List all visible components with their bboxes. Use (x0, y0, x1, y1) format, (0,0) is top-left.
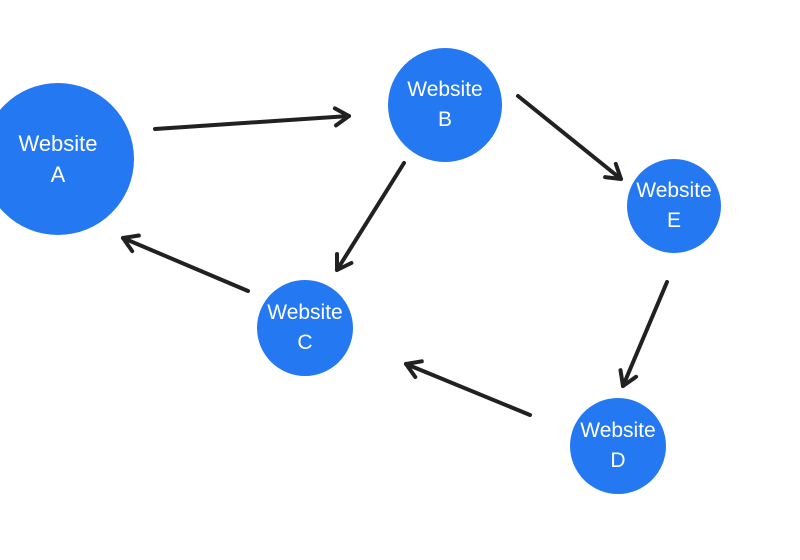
arrow-c-to-a[interactable] (121, 233, 250, 293)
arrowhead-icon (618, 368, 639, 388)
arrow-shaft-e-to-d (621, 280, 669, 388)
node-label-line2: B (437, 108, 452, 131)
arrowhead-icon (332, 106, 351, 128)
node-label-line2: C (297, 331, 313, 354)
arrow-shaft-c-to-a (121, 236, 250, 293)
node-label-line1: Website (636, 179, 712, 203)
arrow-shaft-a-to-b (153, 114, 351, 131)
node-label-line1: Website (407, 78, 483, 102)
arrow-e-to-d[interactable] (618, 280, 669, 388)
arrow-b-to-e[interactable] (516, 94, 623, 181)
node-label-line1: Website (267, 301, 343, 325)
arrow-shaft-d-to-c (404, 362, 532, 417)
arrow-shaft-b-to-c (335, 161, 406, 272)
node-label-line2: A (50, 162, 66, 187)
arrow-shaft-b-to-e (516, 94, 623, 181)
arrow-b-to-c[interactable] (335, 161, 406, 272)
node-label-line1: Website (18, 130, 98, 156)
node-label-line1: Website (580, 419, 656, 443)
arrowhead-icon (603, 161, 623, 181)
arrowhead-icon (404, 359, 424, 379)
arrow-d-to-c[interactable] (404, 359, 532, 417)
node-label-line2: D (610, 449, 626, 472)
arrow-a-to-b[interactable] (153, 106, 351, 131)
arrowhead-icon (335, 252, 354, 272)
arrowhead-icon (121, 233, 141, 254)
node-label-line2: E (666, 209, 681, 232)
